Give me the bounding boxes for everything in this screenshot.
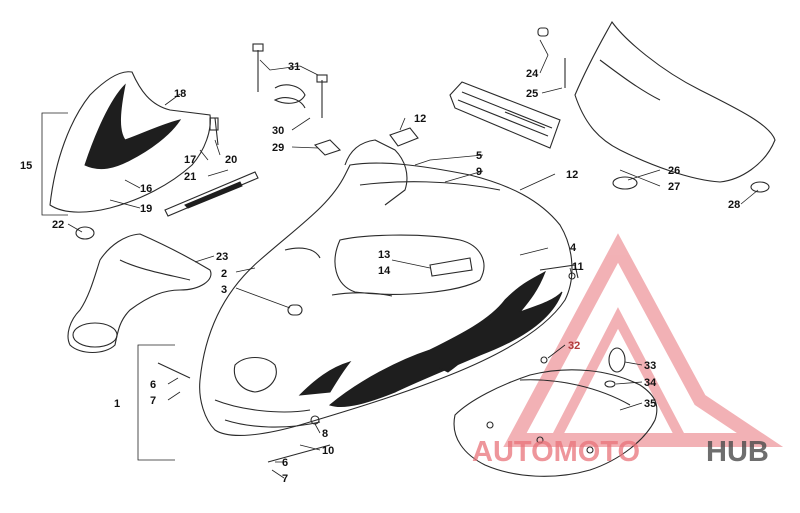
callout-7b: 7	[282, 473, 288, 485]
callout-31: 31	[288, 61, 300, 73]
callout-15: 15	[20, 160, 32, 172]
callout-35: 35	[644, 398, 656, 410]
callout-7a: 7	[150, 395, 156, 407]
callout-22: 22	[52, 219, 64, 231]
callout-34: 34	[644, 377, 657, 389]
group-brackets	[41, 112, 175, 461]
watermark-logo	[503, 233, 784, 447]
callout-13: 13	[378, 249, 390, 261]
callout-25: 25	[526, 88, 538, 100]
vent-panel	[449, 81, 561, 149]
callout-1: 1	[114, 398, 120, 410]
hardware	[75, 27, 770, 463]
callout-10: 10	[322, 445, 334, 457]
callout-27: 27	[668, 181, 680, 193]
watermark-text: AUTOMOTO HUB	[472, 436, 769, 468]
callout-20: 20	[225, 154, 237, 166]
callout-17: 17	[184, 154, 196, 166]
callout-6b: 6	[282, 457, 288, 469]
callout-5: 5	[476, 150, 482, 162]
callout-6a: 6	[150, 379, 156, 391]
callout-26: 26	[668, 165, 680, 177]
windshield	[574, 20, 776, 183]
callout-29: 29	[272, 142, 284, 154]
callout-labels: 1 2 3 4 5 6 7 6 7 8 9 10 11 12 12 13 14 …	[20, 61, 740, 485]
leader-lines	[67, 39, 759, 479]
callout-21: 21	[184, 171, 196, 183]
belly-pan	[453, 369, 658, 477]
callout-8: 8	[322, 428, 328, 440]
inner-liner	[67, 233, 212, 354]
callout-18: 18	[174, 88, 186, 100]
decal-strip	[164, 171, 259, 217]
callout-12b: 12	[566, 169, 578, 181]
callout-9: 9	[476, 166, 482, 178]
callout-4: 4	[570, 242, 577, 254]
callout-14: 14	[378, 265, 391, 277]
callout-33: 33	[644, 360, 656, 372]
watermark-part1: AUTOMOTO	[472, 436, 640, 468]
callout-16: 16	[140, 183, 152, 195]
callout-11: 11	[572, 261, 584, 273]
watermark-part2: HUB	[706, 436, 769, 468]
callout-3: 3	[221, 284, 227, 296]
callout-28: 28	[728, 199, 740, 211]
callout-23: 23	[216, 251, 228, 263]
callout-24: 24	[526, 68, 539, 80]
callout-19: 19	[140, 203, 152, 215]
callout-12a: 12	[414, 113, 426, 125]
callout-2: 2	[221, 268, 227, 280]
hood-assembly	[199, 139, 579, 436]
callout-32: 32	[568, 340, 580, 352]
callout-30: 30	[272, 125, 284, 137]
side-panel	[49, 71, 219, 213]
